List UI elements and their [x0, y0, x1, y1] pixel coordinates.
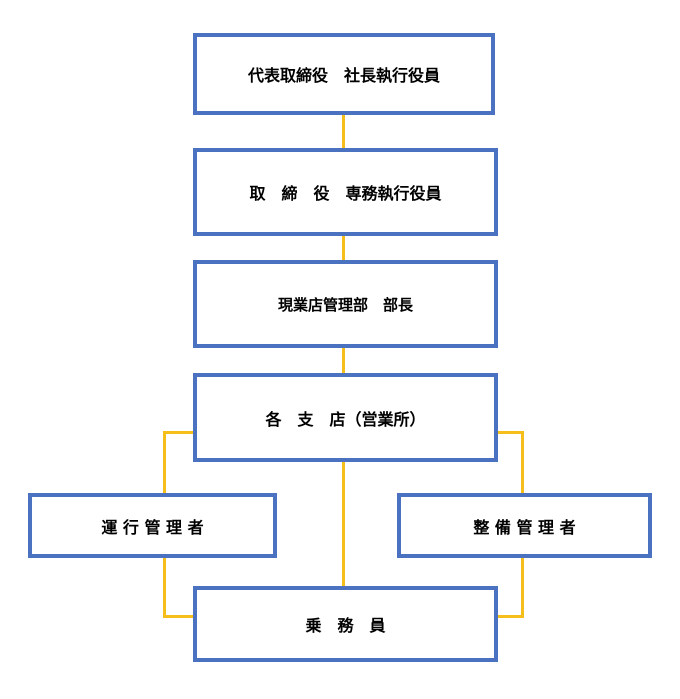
- node-operation-manager-label: 運 行 管 理 者: [101, 517, 204, 537]
- connector-president-director: [342, 114, 345, 149]
- connector-department-branch: [342, 347, 345, 374]
- connector-operation-crew-vertical: [163, 557, 166, 618]
- node-director: 取 締 役 専務執行役員: [193, 148, 498, 236]
- node-representative-director-label: 代表取締役 社長執行役員: [247, 66, 440, 85]
- node-department-head-label: 現業店管理部 部長: [277, 295, 413, 314]
- node-representative-director: 代表取締役 社長執行役員: [193, 33, 495, 115]
- connector-branch-maintenance-top: [497, 431, 524, 434]
- node-maintenance-manager-label: 整 備 管 理 者: [473, 517, 576, 537]
- connector-branch-crew: [342, 461, 345, 587]
- connector-maintenance-crew-bottom: [497, 615, 524, 618]
- node-maintenance-manager: 整 備 管 理 者: [397, 493, 652, 558]
- node-crew-label: 乗 務 員: [305, 616, 386, 635]
- node-branch-label: 各 支 店（営業所）: [265, 409, 426, 429]
- node-operation-manager: 運 行 管 理 者: [28, 493, 277, 558]
- node-department-head: 現業店管理部 部長: [193, 260, 498, 348]
- connector-branch-operation-vertical: [163, 431, 166, 494]
- connector-maintenance-crew-vertical: [521, 557, 524, 618]
- node-director-label: 取 締 役 専務執行役員: [249, 184, 442, 203]
- connector-operation-crew-bottom: [163, 615, 194, 618]
- connector-branch-maintenance-vertical: [521, 431, 524, 494]
- connector-branch-operation-top: [163, 431, 194, 434]
- node-branch: 各 支 店（営業所）: [193, 373, 498, 462]
- node-crew: 乗 務 員: [193, 586, 498, 662]
- connector-director-department: [342, 235, 345, 261]
